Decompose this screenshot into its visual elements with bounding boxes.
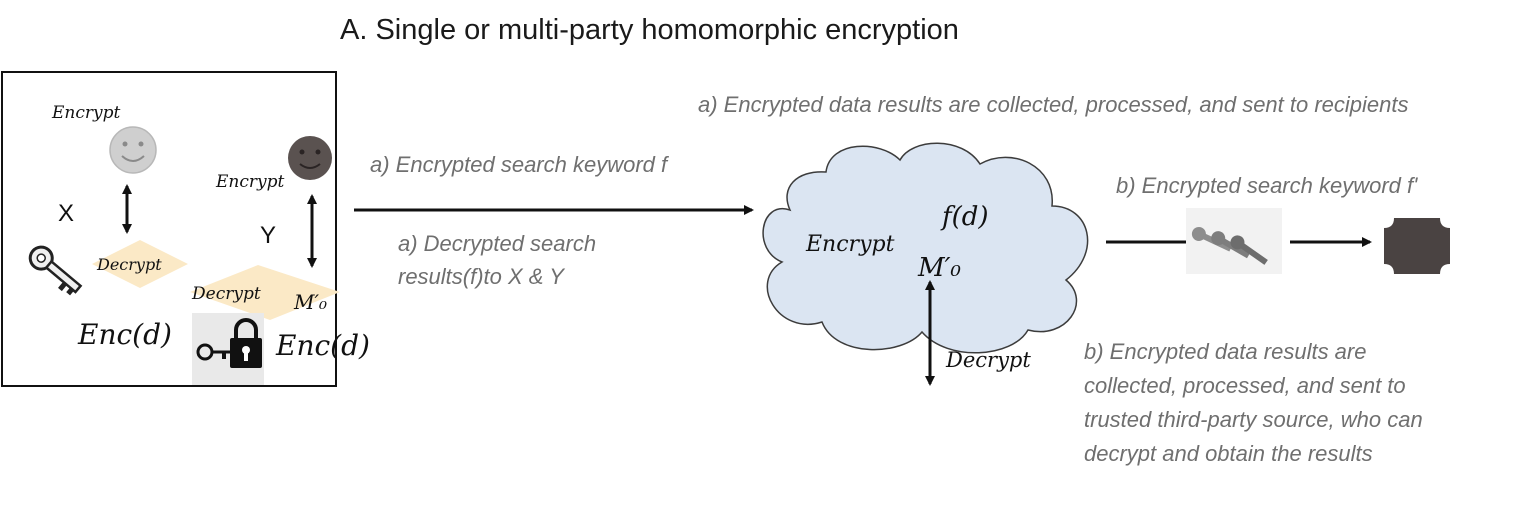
decrypt-label-x: Decrypt: [97, 255, 162, 274]
m-prime-label-left: M′₀: [294, 290, 328, 314]
request-arrow-label: a) Encrypted search keyword f: [370, 152, 668, 177]
enc-d-label-y: Enc(d): [276, 329, 370, 362]
enc-d-label-x: Enc(d): [78, 318, 172, 351]
encrypt-label-x: Encrypt: [52, 103, 121, 123]
cloud-decrypt-label: Decrypt: [946, 348, 1031, 372]
padlock-key-icon: [192, 313, 264, 385]
cloud-encrypt-label: Encrypt: [806, 232, 895, 257]
keyword-note-b: b) Encrypted search keyword f': [1116, 173, 1418, 198]
cloud-server: [762, 142, 1089, 354]
key-icon: [28, 245, 83, 296]
results-note-b: b) Encrypted data results are collected,…: [1084, 339, 1423, 466]
decrypt-diamond-y: [190, 265, 340, 320]
person-x-face-icon: [109, 126, 157, 174]
diagram-title: A. Single or multi-party homomorphic enc…: [340, 14, 959, 46]
decrypt-diamond-x: [92, 240, 188, 288]
party-x-label: X: [58, 200, 75, 227]
encrypt-label-y: Encrypt: [216, 172, 285, 192]
results-note-a: a) Encrypted data results are collected,…: [698, 92, 1409, 117]
response-arrow-label: a) Decrypted search results(f)to X & Y: [398, 231, 597, 289]
f-of-d-label: f(d): [942, 202, 989, 232]
recipient-octagon: [1384, 218, 1450, 274]
decrypt-label-y: Decrypt: [192, 284, 261, 304]
person-y-face-icon: [288, 136, 332, 180]
keys-bundle-icon: [1186, 208, 1282, 274]
party-y-label: Y: [260, 222, 277, 249]
m-prime-label-cloud: M′₀: [918, 253, 961, 283]
parties-panel: [1, 71, 337, 387]
